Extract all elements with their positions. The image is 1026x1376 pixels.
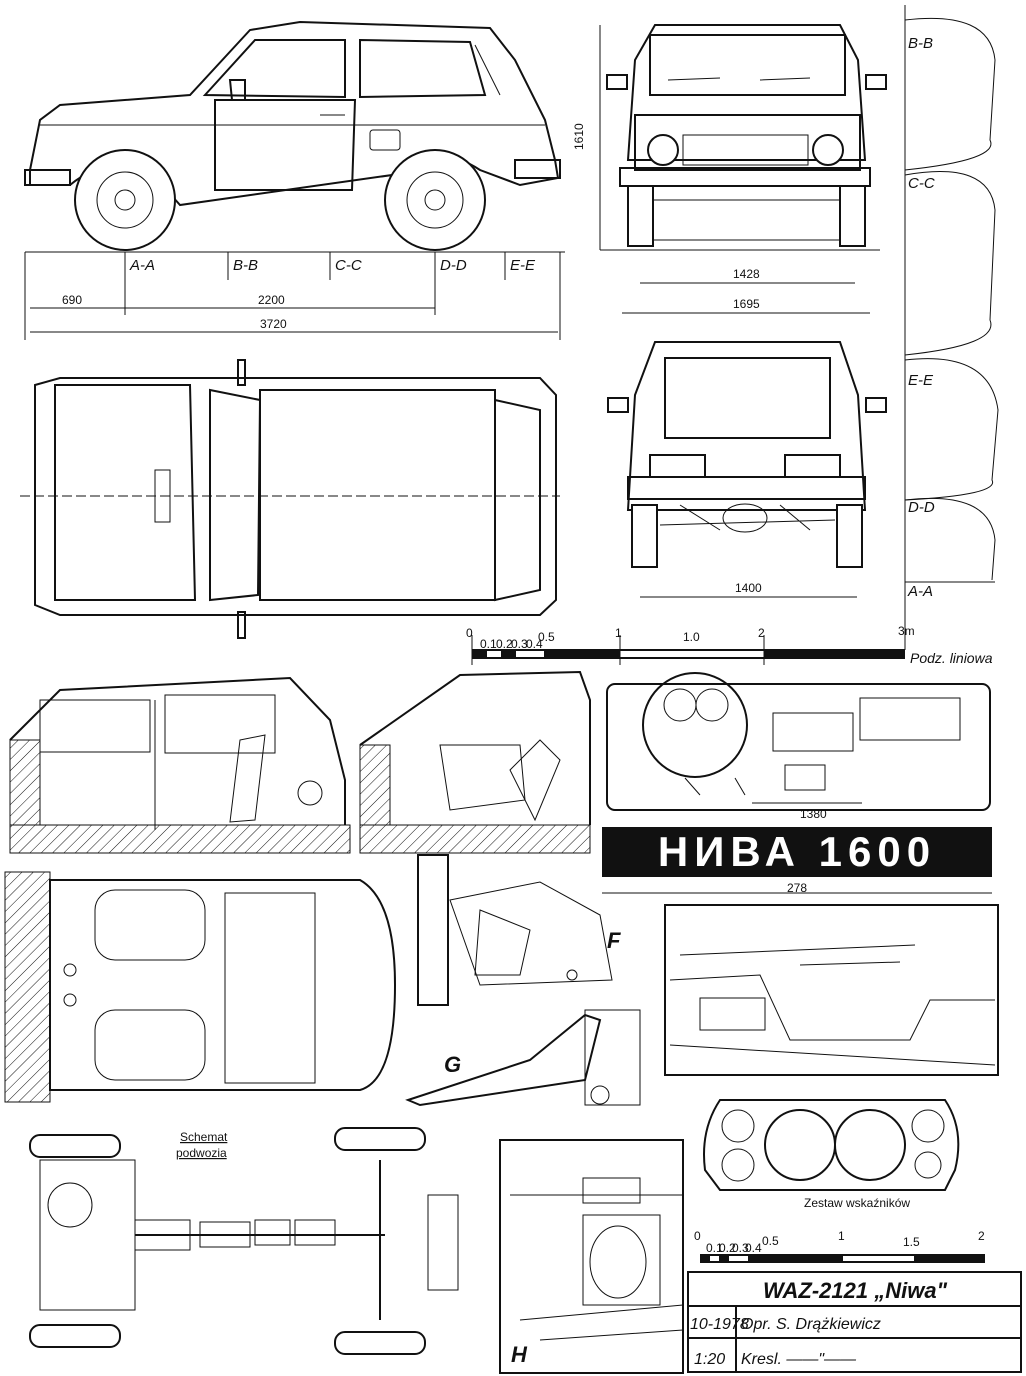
niva-badge: НИВА 1600 278 <box>602 827 992 895</box>
chassis-title-2: podwozia <box>176 1146 227 1160</box>
dim-wheelbase: 2200 <box>258 293 285 307</box>
main-scale-bar: 0 0.1 0.2 0.3 0.4 0.5 1 1.0 2 3m Podz. l… <box>466 624 993 666</box>
title-block-scale: 1:20 <box>694 1351 725 1368</box>
scale-tick-1-0: 1.0 <box>683 630 700 644</box>
dim-front-track: 1428 <box>733 267 760 281</box>
instrument-caption: Zestaw wskaźników <box>804 1196 910 1210</box>
scale-tick-0-1: 0.1 <box>480 637 497 651</box>
instrument-cluster: Zestaw wskaźników <box>703 1099 960 1210</box>
small-tick-0-3: 0.3 <box>732 1241 749 1255</box>
title-block-title: WAZ-2121 „Niwa" <box>763 1278 948 1303</box>
dim-front-overhang: 690 <box>62 293 82 307</box>
small-tick-2: 2 <box>978 1229 985 1243</box>
detail-label-g: G <box>444 1052 461 1077</box>
scale-caption: Podz. liniowa <box>910 650 993 666</box>
small-tick-0-4: 0.4 <box>745 1241 762 1255</box>
title-block-author: Opr. S. Drążkiewicz <box>741 1316 881 1333</box>
scale-tick-0-3: 0.3 <box>511 637 528 651</box>
top-view <box>20 359 560 639</box>
detail-label-f: F <box>607 928 621 953</box>
small-tick-0: 0 <box>694 1229 701 1243</box>
small-tick-0-5: 0.5 <box>762 1234 779 1248</box>
rear-view: 1400 <box>607 341 887 598</box>
dim-height: 1610 <box>572 123 586 150</box>
section-profile-aa: A-A <box>907 583 933 600</box>
dim-overall-length: 3720 <box>260 317 287 331</box>
badge-text: НИВА 1600 <box>658 828 936 875</box>
detail-g: G <box>405 1009 641 1107</box>
chassis-title-1: Schemat <box>180 1130 228 1144</box>
section-label-bb: B-B <box>233 257 258 274</box>
small-scale-bar: 0 0.1 0.2 0.3 0.4 0.5 1 1.5 2 <box>694 1229 985 1263</box>
dim-rear-track: 1400 <box>735 581 762 595</box>
interior-cutaway-long <box>9 676 351 854</box>
chassis-schematic: Schemat podwozia <box>29 1127 459 1355</box>
small-tick-0-1: 0.1 <box>706 1241 723 1255</box>
dashboard-view: 1380 <box>606 672 991 821</box>
title-block: WAZ-2121 „Niwa" 10-1978 Opr. S. Drążkiew… <box>687 1271 1022 1373</box>
scale-tick-0-5: 0.5 <box>538 630 555 644</box>
section-profile-dd: D-D <box>908 499 935 516</box>
detail-f: F <box>417 854 621 1006</box>
section-label-cc: C-C <box>335 257 362 274</box>
interior-cutaway-short <box>359 670 591 854</box>
dim-width: 1695 <box>733 297 760 311</box>
scale-tick-2: 2 <box>758 626 765 640</box>
interior-plan <box>4 871 397 1103</box>
section-profiles: B-B C-C E-E D-D A-A <box>904 5 999 650</box>
section-profile-ee: E-E <box>908 372 934 389</box>
scale-tick-0-4: 0.4 <box>526 637 543 651</box>
small-tick-0-2: 0.2 <box>719 1241 736 1255</box>
title-block-date: 10-1978 <box>690 1316 749 1333</box>
rear-corner-detail <box>664 904 999 1076</box>
section-label-dd: D-D <box>440 257 467 274</box>
section-label-ee: E-E <box>510 257 536 274</box>
small-tick-1: 1 <box>838 1229 845 1243</box>
detail-h: H <box>499 1139 684 1374</box>
side-view: A-A B-B C-C D-D E-E 690 2200 3720 <box>24 20 565 340</box>
scale-tick-0-2: 0.2 <box>496 637 513 651</box>
scale-tick-3m: 3m <box>898 624 915 638</box>
dim-dashboard-width: 1380 <box>800 807 827 821</box>
title-block-drawn: Kresl. ——"—— <box>741 1351 857 1368</box>
front-view: 1610 1428 1695 <box>572 24 887 314</box>
scale-tick-1: 1 <box>615 626 622 640</box>
dim-badge: 278 <box>787 881 807 895</box>
front-wheel <box>74 149 176 251</box>
section-profile-cc: C-C <box>908 175 935 192</box>
section-label-aa: A-A <box>129 257 155 274</box>
scale-tick-0: 0 <box>466 626 473 640</box>
section-profile-bb: B-B <box>908 35 933 52</box>
small-tick-1-5: 1.5 <box>903 1235 920 1249</box>
rear-wheel <box>384 149 486 251</box>
detail-label-h: H <box>511 1342 528 1367</box>
